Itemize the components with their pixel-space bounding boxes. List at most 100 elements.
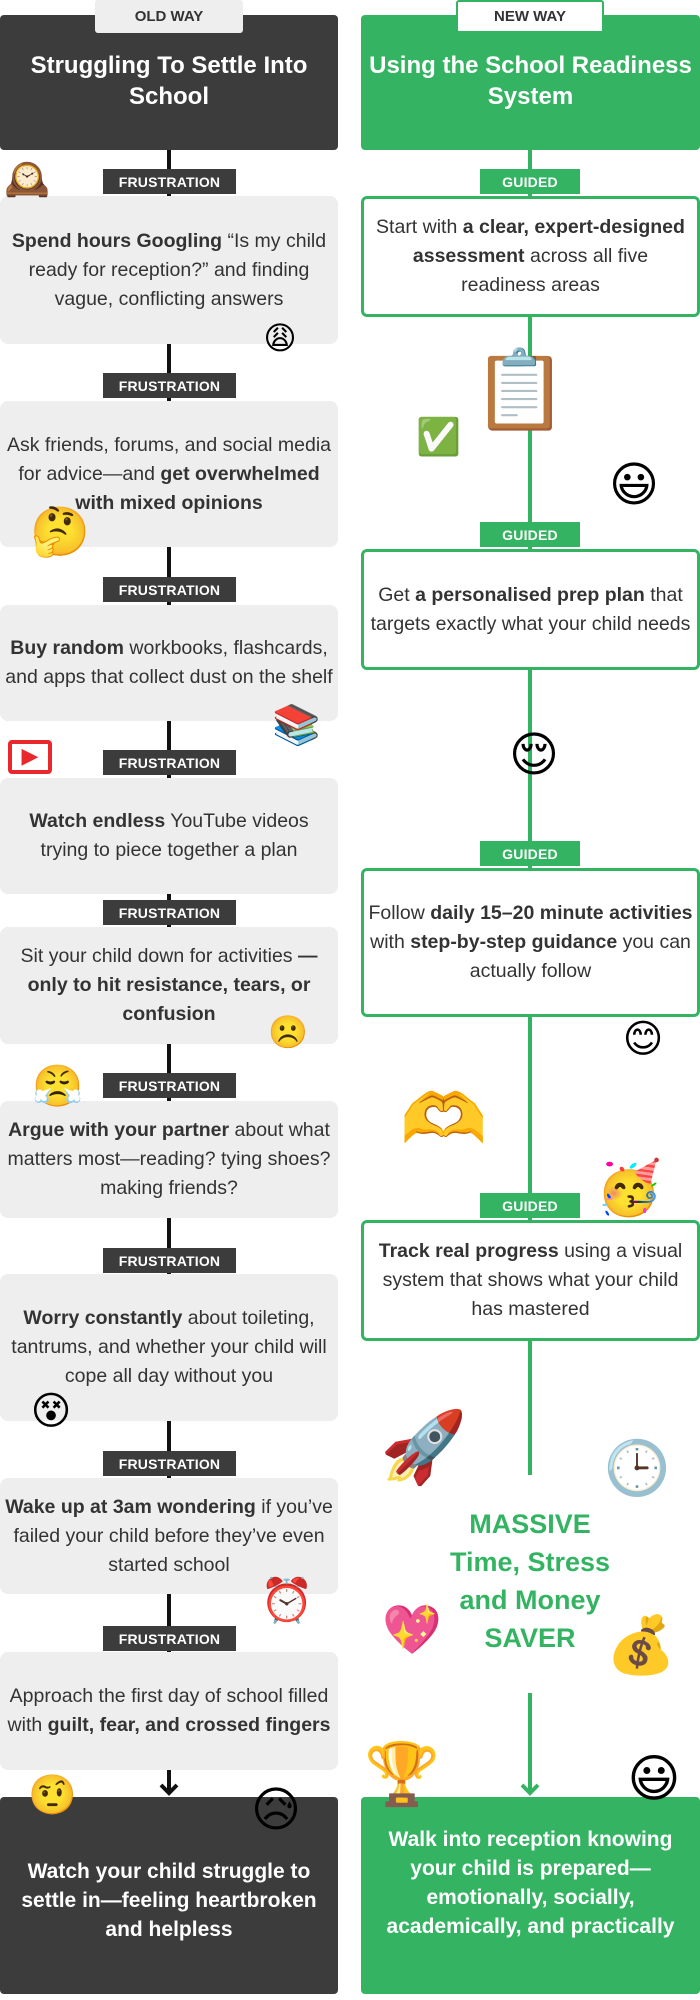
guided-label: GUIDED xyxy=(480,841,580,866)
step-text: Sit your child down for activities —only… xyxy=(4,942,334,1029)
books-icon: 📚 xyxy=(272,703,321,748)
frustration-label: FRUSTRATION xyxy=(103,577,236,602)
steam-nose-face-icon: 😤 xyxy=(32,1062,84,1110)
step-text-bold: daily 15–20 minute activities xyxy=(430,902,693,924)
frustration-step-card: Ask friends, forums, and social media fo… xyxy=(0,401,338,547)
step-text: Wake up at 3am wondering if you’ve faile… xyxy=(4,1493,334,1580)
step-text-regular: about what matters most—reading? tying s… xyxy=(7,1119,331,1199)
step-text: Approach the first day of school filled … xyxy=(4,1682,334,1740)
old-way-outcome: Watch your child struggle to settle in—f… xyxy=(0,1797,338,1994)
step-text: Start with a clear, expert-designed asse… xyxy=(368,213,693,300)
step-text: Argue with your partner about what matte… xyxy=(4,1116,334,1203)
old-way-outcome-text: Watch your child struggle to settle in—f… xyxy=(21,1860,317,1941)
step-text-bold: get overwhelmed with mixed opinions xyxy=(75,462,320,514)
sad-sweat-face-icon: 😥 xyxy=(250,1782,302,1838)
guided-step-card: Follow daily 15–20 minute activities wit… xyxy=(361,868,700,1017)
weary-face-icon: 😩 xyxy=(263,319,297,357)
step-text-regular: Approach the first day of school filled … xyxy=(7,1685,329,1736)
guided-step-card: Start with a clear, expert-designed asse… xyxy=(361,196,700,317)
new-way-header: Using the School Readiness System xyxy=(361,15,700,150)
guided-label: GUIDED xyxy=(480,1193,580,1218)
smiley-face-icon: 😃 xyxy=(608,457,660,513)
confused-face-icon: ☹️ xyxy=(268,1013,308,1051)
frustration-label: FRUSTRATION xyxy=(103,373,236,398)
new-way-outcome-text: Walk into reception knowing your child i… xyxy=(386,1828,675,1938)
step-text-bold: Worry constantly xyxy=(23,1307,183,1329)
smiling-face-icon: 😊 xyxy=(622,1017,664,1062)
old-way-header: Struggling To Settle Into School xyxy=(0,15,338,150)
step-text: Watch endless YouTube videos trying to p… xyxy=(4,807,334,865)
old-way-tab: OLD WAY xyxy=(95,0,243,33)
new-way-connector-line-lower xyxy=(528,1693,532,1788)
sparkling-heart-icon: 💖 xyxy=(382,1602,442,1658)
check-mark-icon: ✅ xyxy=(416,417,461,458)
clipboard-icon: 📋 xyxy=(472,346,568,435)
step-text-bold: Wake up at 3am wondering xyxy=(5,1495,256,1518)
step-text: Spend hours Googling “Is my child ready … xyxy=(4,227,334,314)
step-text: Worry constantly about toileting, tantru… xyxy=(4,1304,334,1391)
step-text-bold: Watch endless xyxy=(29,810,166,832)
new-way-title: Using the School Readiness System xyxy=(369,52,692,110)
step-text-regular: using a visual system that shows what yo… xyxy=(382,1240,683,1320)
raised-eyebrow-face-icon: 🤨 xyxy=(28,1773,77,1818)
frustration-step-card: Sit your child down for activities —only… xyxy=(0,927,338,1044)
frustration-label: FRUSTRATION xyxy=(103,1248,236,1273)
step-text-bold: Argue with your partner xyxy=(8,1119,230,1141)
step-text-regular: “Is my child ready for reception?” and f… xyxy=(28,229,327,310)
step-text-regular: with xyxy=(370,931,411,953)
heart-hands-icon: 🫶 xyxy=(400,1078,488,1160)
step-text-bold: —only to hit resistance, tears, or confu… xyxy=(27,945,318,1025)
rocket-icon: 🚀 xyxy=(380,1406,468,1488)
step-text: Ask friends, forums, and social media fo… xyxy=(4,431,334,518)
step-text-regular: YouTube videos trying to piece together … xyxy=(40,810,309,861)
step-text: Track real progress using a visual syste… xyxy=(368,1237,693,1324)
guided-label: GUIDED xyxy=(480,169,580,194)
new-way-outcome: Walk into reception knowing your child i… xyxy=(361,1797,700,1994)
guided-step-card: Track real progress using a visual syste… xyxy=(361,1220,700,1341)
party-face-icon: 🥳 xyxy=(596,1158,662,1219)
thinking-face-icon: 🤔 xyxy=(30,504,90,560)
savings-line: and Money xyxy=(459,1585,601,1615)
money-bag-icon: 💰 xyxy=(606,1613,676,1678)
step-text: Buy random workbooks, flashcards, and ap… xyxy=(4,634,334,692)
frustration-step-card: Watch endless YouTube videos trying to p… xyxy=(0,778,338,894)
step-text-bold: Spend hours Googling xyxy=(11,229,223,252)
frustration-label: FRUSTRATION xyxy=(103,900,236,925)
step-text-bold: Buy random xyxy=(10,637,124,659)
step-text-bold: step-by-step guidance xyxy=(410,931,618,953)
mantelpiece-clock-icon: 🕰️ xyxy=(4,157,51,200)
step-text-bold: guilt, fear, and crossed fingers xyxy=(47,1714,331,1736)
grinning-face-icon: 😃 xyxy=(627,1750,681,1809)
step-text-regular: Get xyxy=(378,583,416,606)
dizzy-face-icon: 😵 xyxy=(30,1389,72,1434)
alarm-clock-icon: ⏰ xyxy=(260,1576,314,1626)
guided-label: GUIDED xyxy=(480,522,580,547)
step-text: Get a personalised prep plan that target… xyxy=(368,581,693,639)
step-text-bold: Track real progress xyxy=(378,1240,559,1262)
frustration-step-card: Argue with your partner about what matte… xyxy=(0,1101,338,1218)
frustration-step-card: Buy random workbooks, flashcards, and ap… xyxy=(0,605,338,721)
new-way-connector-line xyxy=(528,150,532,1475)
step-text-regular: Follow xyxy=(368,902,431,924)
stopwatch-icon: 🕒 xyxy=(604,1438,670,1499)
relieved-face-icon: 😌 xyxy=(508,727,560,783)
step-text-regular: about toileting, tantrums, and whether y… xyxy=(11,1307,327,1387)
frustration-label: FRUSTRATION xyxy=(103,1451,236,1476)
frustration-step-card: Worry constantly about toileting, tantru… xyxy=(0,1274,338,1421)
frustration-label: FRUSTRATION xyxy=(103,1626,236,1651)
frustration-label: FRUSTRATION xyxy=(103,169,236,194)
step-text-regular: workbooks, flashcards, and apps that col… xyxy=(5,637,333,688)
frustration-label: FRUSTRATION xyxy=(103,1073,236,1098)
step-text-regular: you can actually follow xyxy=(469,931,691,982)
frustration-step-card: Approach the first day of school filled … xyxy=(0,1652,338,1770)
step-text-bold: a clear, expert-designed assessment xyxy=(412,216,685,267)
step-text: Follow daily 15–20 minute activities wit… xyxy=(368,899,693,986)
guided-step-card: Get a personalised prep plan that target… xyxy=(361,549,700,670)
step-text-bold: a personalised prep plan xyxy=(415,583,645,606)
frustration-step-card: Spend hours Googling “Is my child ready … xyxy=(0,196,338,344)
new-way-arrow-icon xyxy=(520,1772,540,1796)
step-text-regular: Sit your child down for activities xyxy=(20,945,298,967)
step-text-regular: Start with xyxy=(376,216,463,238)
old-way-arrow-icon xyxy=(159,1772,179,1796)
step-text-regular: Ask friends, forums, and social media fo… xyxy=(6,433,332,485)
